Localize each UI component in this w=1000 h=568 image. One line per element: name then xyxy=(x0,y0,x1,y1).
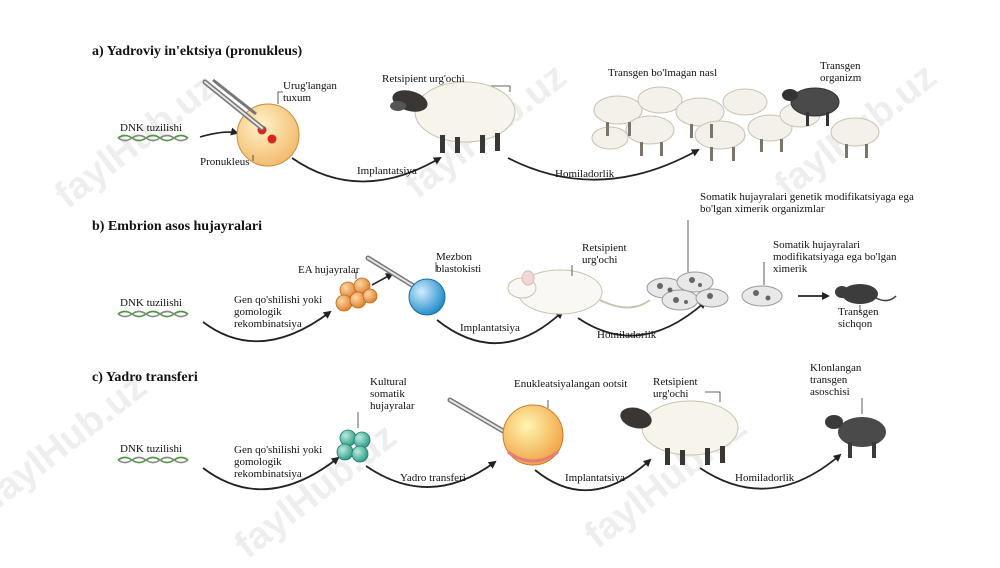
oocyte-icon xyxy=(502,404,564,466)
section-b-graphics xyxy=(117,220,897,345)
arrow xyxy=(199,127,239,138)
nuclear-transfer-label: Yadro transferi xyxy=(400,472,466,484)
chimeric-mice-icon xyxy=(646,271,729,311)
es-cells-icon xyxy=(335,277,378,312)
host-blastocyst-label: Mezbon blastokisti xyxy=(436,251,482,275)
implant-label: Implantatsiya xyxy=(565,472,625,484)
cloned-sheep-icon xyxy=(825,415,886,458)
fertilized-egg-label: Urug'langan tuxum xyxy=(283,80,337,104)
dna-label: DNK tuzilishi xyxy=(120,443,183,455)
pregnancy-arrow xyxy=(577,300,707,337)
implant-arrow xyxy=(534,458,652,492)
dna-helix-icon xyxy=(117,310,189,318)
implant-label: Implantatsiya xyxy=(357,165,417,177)
dna-label: DNK tuzilishi xyxy=(120,122,183,134)
dna-helix-icon xyxy=(117,134,189,142)
offspring-flock-icon xyxy=(591,86,880,161)
nuclear-transfer-arrow xyxy=(365,460,497,488)
implant-label: Implantatsiya xyxy=(460,322,520,334)
implant-arrow xyxy=(436,310,564,345)
gene-fusion-arrow xyxy=(202,456,340,491)
gene-fusion-label: Gen qo'shilishi yoki gomologik rekombina… xyxy=(234,294,323,330)
pipette-icon xyxy=(447,397,513,438)
pregnancy-arrow xyxy=(507,149,700,181)
es-cells-label: EA hujayralar xyxy=(298,264,360,276)
oocyte-label: Enukleatsiyalangan ootsit xyxy=(514,378,628,390)
pronucleus-label: Pronukleus xyxy=(200,156,250,168)
transgenic-label: Transgen organizm xyxy=(820,60,862,84)
cultured-cells-icon xyxy=(336,429,371,463)
gene-fusion-arrow xyxy=(202,310,332,343)
section-c-graphics xyxy=(117,391,886,492)
recipient-sheep-icon xyxy=(620,400,739,465)
blastocyst-icon xyxy=(408,278,446,316)
pregnancy-label: Homiladorlik xyxy=(555,168,615,180)
pregnancy-label: Homiladorlik xyxy=(735,472,795,484)
non-transgenic-label: Transgen bo'lmagan nasl xyxy=(608,67,718,79)
cultured-cells-label: Kultural somatik hujayralar xyxy=(370,376,415,412)
section-a-heading: a) Yadroviy in'ektsiya (pronukleus) xyxy=(92,44,303,59)
chimera-label: Somatik hujayralari modifikatsiyaga ega … xyxy=(773,239,897,275)
pregnancy-label: Homiladorlik xyxy=(597,329,657,341)
pipette-icon xyxy=(202,78,265,131)
section-c-heading: c) Yadro transferi xyxy=(92,370,198,385)
pregnancy-arrow xyxy=(699,453,842,490)
clone-label: Klonlangan transgen asoschisi xyxy=(810,362,862,398)
recipient-label: Retsipient urg'ochi xyxy=(653,376,698,400)
dna-label: DNK tuzilishi xyxy=(120,297,183,309)
chimera-mouse-icon xyxy=(741,285,783,307)
section-b-heading: b) Embrion asos hujayralari xyxy=(92,219,262,234)
section-a-graphics xyxy=(117,78,880,183)
transgenic-mouse-icon xyxy=(835,284,897,304)
chimera-mod-label: Somatik hujayralari genetik modifikatsiy… xyxy=(700,191,914,215)
implant-arrow xyxy=(291,156,442,183)
transgenic-mouse-label: Transgen sichqon xyxy=(838,306,879,330)
pipette-icon xyxy=(365,255,423,293)
dna-helix-icon xyxy=(117,456,189,464)
gene-fusion-label: Gen qo'shilishi yoki gomologik rekombina… xyxy=(234,444,323,480)
recipient-mouse-icon xyxy=(507,269,651,315)
recipient-sheep-icon xyxy=(390,81,516,153)
recipient-label: Retsipient urg'ochi xyxy=(582,242,627,266)
recipient-label: Retsipient urg'ochi xyxy=(382,73,465,85)
